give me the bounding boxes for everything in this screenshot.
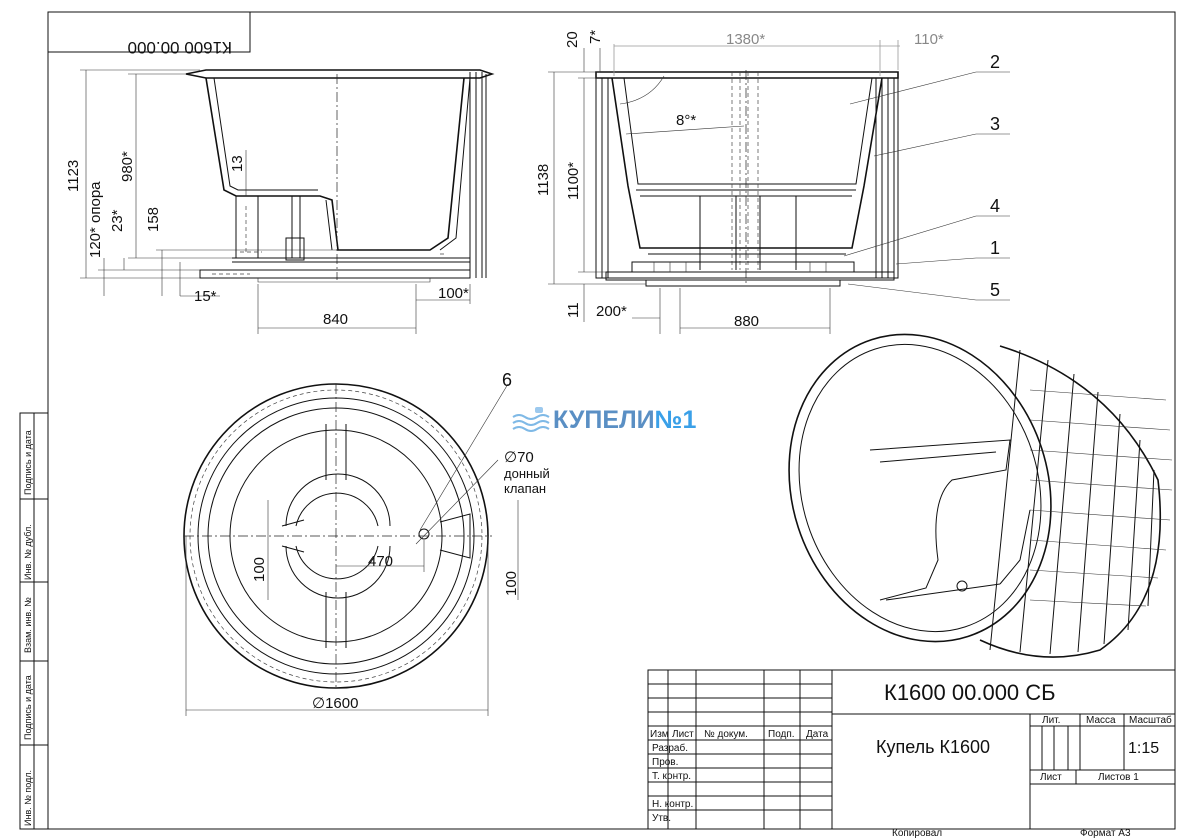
dim-angle-8: 8°* xyxy=(676,112,696,129)
brand-logo-text: КУПЕЛИ№1 xyxy=(553,404,696,436)
tb-h-list: Лист xyxy=(672,729,694,740)
stamp-inv-podl: Инв. № подл. xyxy=(23,770,33,826)
valve-label-2: клапан xyxy=(504,481,546,496)
valve-label-1: донный xyxy=(504,466,550,481)
dim-100-right: 100 xyxy=(503,571,520,596)
tb-format: Формат А3 xyxy=(1080,828,1131,838)
dim-1100: 1100* xyxy=(565,162,582,200)
callout-4: 4 xyxy=(990,196,1000,216)
brand-logo xyxy=(510,401,685,441)
iso-view xyxy=(788,333,1173,658)
callout-6: 6 xyxy=(502,370,512,390)
tb-role-utv: Утв. xyxy=(652,813,671,824)
tb-role-tkontr: Т. контр. xyxy=(652,771,691,782)
tb-h-doc: № докум. xyxy=(704,729,748,740)
dim-158: 158 xyxy=(145,207,162,232)
stamp-sign-date-1: Подпись и дата xyxy=(23,430,33,495)
stamp-inv-dubl: Инв. № дубл. xyxy=(23,524,33,580)
tb-copied: Копировал xyxy=(892,828,942,838)
side-view-left xyxy=(185,69,495,283)
right-dimensions: 20 7* 1380* 110* 8°* 1138 1100* 11 200* … xyxy=(535,30,944,334)
dim-100-left: 100 xyxy=(251,557,268,582)
dim-120-support: 120* опора xyxy=(87,181,104,258)
left-dimensions: 1123 980* 13 158 23* 120* опора 15* 840 … xyxy=(65,69,471,334)
dim-1138: 1138 xyxy=(535,164,552,196)
bathtub-wave-icon xyxy=(512,407,550,432)
tb-h-izm: Изм xyxy=(650,729,669,740)
callout-5: 5 xyxy=(990,280,1000,300)
drain-valve-circle xyxy=(418,528,430,540)
mirrored-code-box: К1600 00.000 xyxy=(48,12,251,57)
tb-h-date: Дата xyxy=(806,729,829,740)
dim-840: 840 xyxy=(323,311,348,328)
callout-2: 2 xyxy=(990,52,1000,72)
brand-suffix: №1 xyxy=(654,406,697,434)
dim-15: 15* xyxy=(194,288,217,305)
dim-880: 880 xyxy=(734,313,759,330)
dim-7: 7* xyxy=(587,30,604,44)
tb-role-prov: Пров. xyxy=(652,757,678,768)
dim-11: 11 xyxy=(565,302,582,318)
dim-1123: 1123 xyxy=(65,160,82,192)
tb-sheet: Лист xyxy=(1040,772,1062,783)
dim-d1600: ∅1600 xyxy=(312,695,358,712)
tb-designation: К1600 00.000 СБ xyxy=(884,680,1056,705)
part-callouts: 2 3 4 1 5 xyxy=(843,52,1010,301)
tb-role-razrab: Разраб. xyxy=(652,742,688,754)
dim-200: 200* xyxy=(596,303,627,320)
callout-1: 1 xyxy=(990,238,1000,258)
tb-h-sign: Подп. xyxy=(768,729,795,740)
tb-col-lit: Лит. xyxy=(1042,715,1060,726)
title-block: Изм Лист № докум. Подп. Дата Разраб. Про… xyxy=(647,669,1176,838)
tb-name: Купель К1600 xyxy=(876,737,990,757)
brand-name: КУПЕЛИ xyxy=(553,406,655,434)
tb-scale: 1:15 xyxy=(1128,740,1159,757)
tb-col-scale: Масштаб xyxy=(1129,714,1172,726)
dim-470: 470 xyxy=(368,553,393,570)
dim-13: 13 xyxy=(229,155,246,172)
tb-role-nkontr: Н. контр. xyxy=(652,799,693,810)
dim-110: 110* xyxy=(914,31,944,48)
mirrored-code: К1600 00.000 xyxy=(128,38,232,57)
section-view-right xyxy=(595,70,899,287)
plan-view: 6 ∅70 донный клапан 470 100 100 ∅1600 xyxy=(183,370,550,716)
dim-1380: 1380* xyxy=(726,31,765,48)
stamp-sign-date-2: Подпись и дата xyxy=(23,675,33,740)
dim-20: 20 xyxy=(564,31,581,48)
callout-3: 3 xyxy=(990,114,1000,134)
stamp-vzam-inv: Взам. инв. № xyxy=(23,597,33,653)
tb-sheets: Листов 1 xyxy=(1098,772,1139,783)
dim-23: 23* xyxy=(109,209,126,232)
side-stamp: Подпись и дата Инв. № дубл. Взам. инв. №… xyxy=(19,412,49,830)
tb-col-mass: Масса xyxy=(1086,715,1116,726)
dim-100: 100* xyxy=(438,285,469,302)
dim-d70: ∅70 xyxy=(504,449,534,466)
dim-980: 980* xyxy=(119,151,136,182)
